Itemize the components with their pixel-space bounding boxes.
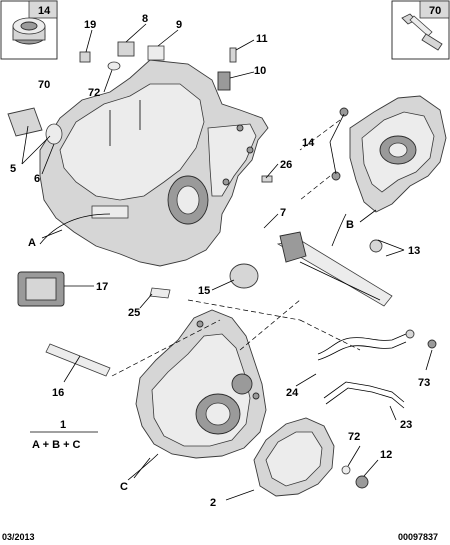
footer-reference: 00097837 [398, 532, 438, 542]
callout-10: 10 [254, 65, 266, 77]
bolt-26 [261, 175, 273, 183]
plug-12 [355, 475, 369, 489]
callout-13: 13 [408, 245, 420, 257]
callout-14: 14 [302, 137, 315, 149]
callout-1: 1 [60, 419, 66, 431]
screw-11 [229, 47, 237, 63]
callout-A: A [28, 237, 36, 249]
seal-19 [79, 51, 91, 63]
callouts: 19 8 9 11 10 72 70 14 5 6 26 A 7 B 13 17… [10, 13, 430, 509]
assembly-lines [111, 119, 361, 377]
callout-70: 70 [38, 79, 50, 91]
callout-11: 11 [256, 33, 268, 45]
bearing-5-6 [7, 107, 63, 145]
callout-72: 72 [88, 87, 100, 99]
switch-10 [217, 71, 231, 91]
callout-25: 25 [128, 307, 140, 319]
callout-9: 9 [176, 19, 182, 31]
bushing-13 [369, 239, 383, 253]
callout-B: B [346, 219, 354, 231]
callout-7: 7 [280, 207, 286, 219]
footer-date: 03/2013 [2, 532, 35, 542]
callout-23: 23 [400, 419, 412, 431]
callout-73: 73 [418, 377, 430, 389]
clutch-housing-A [39, 59, 269, 267]
bolt-icon [401, 13, 443, 51]
pin-25 [149, 287, 171, 299]
callout-70-inset: 70 [429, 5, 441, 17]
bushing-8 [117, 41, 135, 57]
leader-lines [21, 23, 433, 501]
sensor-73 [405, 329, 437, 349]
callout-5: 5 [10, 163, 16, 175]
assembly-formula: A + B + C [32, 439, 81, 451]
callout-72-lower: 72 [348, 431, 360, 443]
bushing-9 [147, 45, 165, 61]
inset-part-70: 70 [391, 0, 450, 60]
callout-C: C [120, 481, 128, 493]
callout-6: 6 [34, 173, 40, 185]
callout-12: 12 [380, 449, 392, 461]
callout-17: 17 [96, 281, 108, 293]
callout-24: 24 [286, 387, 299, 399]
bushing-icon [12, 17, 46, 45]
callout-14-inset: 14 [38, 5, 51, 17]
inset-part-14: 14 [0, 0, 58, 60]
rear-cover-B [331, 95, 447, 213]
end-cover-2 [253, 417, 335, 497]
callout-26: 26 [280, 159, 292, 171]
gearbox-housing-C [135, 309, 267, 459]
callout-19: 19 [84, 19, 96, 31]
oring-72 [107, 61, 121, 71]
oring-72b [341, 465, 351, 475]
bracket-23 [323, 381, 405, 409]
shaft-7 [276, 231, 393, 307]
magnet-17 [17, 271, 65, 307]
callout-2: 2 [210, 497, 216, 509]
callout-8: 8 [142, 13, 148, 25]
callout-15: 15 [198, 285, 210, 297]
callout-16: 16 [52, 387, 64, 399]
harness-24 [317, 333, 407, 361]
plug-15 [229, 263, 259, 289]
